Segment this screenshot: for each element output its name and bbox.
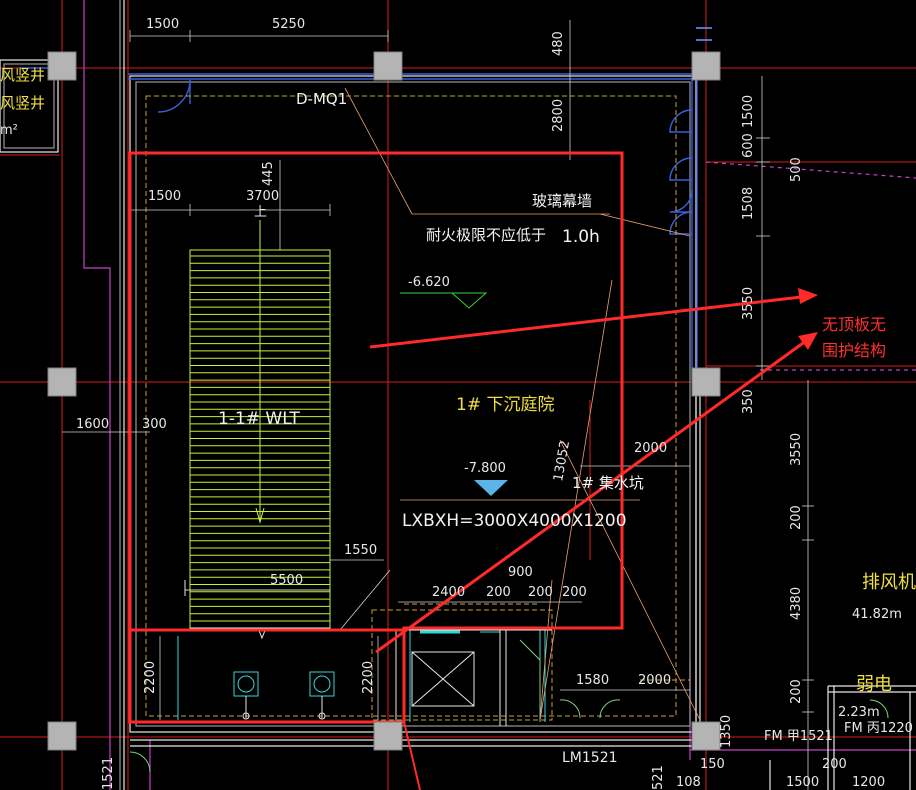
door-150: 150 bbox=[700, 757, 725, 772]
dim-r500: 500 bbox=[789, 157, 804, 182]
dim-b1580: 1580 bbox=[576, 673, 609, 688]
dim-r600: 600 bbox=[741, 133, 756, 158]
dimension-lines bbox=[62, 20, 814, 790]
dashed-outlines bbox=[145, 95, 690, 721]
dim-1600: 1600 bbox=[76, 417, 109, 432]
label-exhaust-room: 排风机房 bbox=[862, 572, 916, 593]
label-stair-name: 1-1# WLT bbox=[218, 409, 300, 429]
door-fm1220: FM 丙1220 bbox=[844, 721, 913, 736]
door-swings bbox=[129, 639, 889, 773]
dim-300: 300 bbox=[142, 417, 167, 432]
dim-r200a: 200 bbox=[789, 505, 804, 530]
dim-445: 445 bbox=[261, 161, 276, 186]
label-fire-rating: 耐火极限不应低于 bbox=[426, 226, 546, 244]
shaft-label-1: 风竖井 bbox=[0, 66, 45, 84]
arrow-heads bbox=[798, 288, 818, 350]
dim-r3550: 3550 bbox=[741, 287, 756, 320]
annotation-tail bbox=[403, 721, 421, 790]
dim-b900: 900 bbox=[508, 565, 533, 580]
equipment-box bbox=[395, 629, 552, 726]
dim-r1500: 1500 bbox=[741, 95, 756, 128]
label-stair-up: 上 bbox=[254, 205, 267, 220]
annotation-arrow-1 bbox=[369, 294, 811, 349]
highlight-annotations bbox=[128, 151, 811, 790]
dim-2800: 2800 bbox=[551, 99, 566, 132]
dim-3700: 3700 bbox=[246, 189, 279, 204]
dim-r350: 350 bbox=[741, 389, 756, 414]
label-pit-size: LXBXH=3000X4000X1200 bbox=[402, 511, 627, 531]
label-elev-top: -6.620 bbox=[408, 275, 450, 290]
label-weak-elec: 弱电 bbox=[856, 674, 892, 695]
door-521-bottom: 521 bbox=[651, 765, 666, 790]
dim-top-1500: 1500 bbox=[146, 17, 179, 32]
dim-b1500: 1500 bbox=[786, 775, 819, 790]
shaft-label-2: 风竖井 bbox=[0, 94, 45, 112]
magenta-lines bbox=[83, 0, 916, 790]
annotation-text-1: 无顶板无 bbox=[822, 315, 886, 334]
annotation-text-2: 围护结构 bbox=[822, 341, 886, 360]
dim-r3550b: 3550 bbox=[789, 433, 804, 466]
open-area-outline bbox=[128, 151, 624, 724]
dim-13052: 13052 bbox=[551, 439, 573, 482]
dim-b2200b: 2200 bbox=[361, 661, 376, 694]
columns bbox=[47, 51, 721, 751]
dim-1500-inner: 1500 bbox=[148, 189, 181, 204]
dim-2000-mid: 2000 bbox=[634, 441, 667, 456]
label-courtyard: 1# 下沉庭院 bbox=[456, 395, 554, 415]
door-108: 108 bbox=[676, 775, 701, 790]
cyan-elements bbox=[177, 630, 546, 722]
label-weak-area: 2.23m bbox=[838, 705, 880, 720]
door-1521-left: 1521 bbox=[101, 757, 116, 790]
elevation-markers bbox=[400, 292, 508, 496]
dim-r200b: 200 bbox=[789, 679, 804, 704]
label-glass-wall: 玻璃幕墙 bbox=[532, 192, 592, 210]
label-pit-name: 1# 集水坑 bbox=[572, 474, 644, 492]
door-mark-dmq1: D-MQ1 bbox=[296, 90, 347, 108]
door-fm1521: FM 甲1521 bbox=[764, 729, 833, 744]
dim-r1508: 1508 bbox=[741, 187, 756, 220]
dim-b2400: 2400 bbox=[432, 585, 465, 600]
dim-b2200a: 2200 bbox=[143, 661, 158, 694]
label-exhaust-area: 41.82m bbox=[852, 607, 902, 622]
dim-top-5250: 5250 bbox=[272, 17, 305, 32]
dim-b2000: 2000 bbox=[638, 673, 671, 688]
door-1350: 1350 bbox=[719, 715, 734, 748]
dim-top-480: 480 bbox=[551, 31, 566, 56]
shaft-area: m² bbox=[0, 123, 18, 138]
annotation-arrow-2 bbox=[375, 336, 811, 654]
glass-curtain-wall bbox=[20, 27, 712, 380]
dim-r4380: 4380 bbox=[789, 587, 804, 620]
door-lm1521: LM1521 bbox=[562, 750, 618, 766]
dim-b200a: 200 bbox=[486, 585, 511, 600]
label-fire-hours: 1.0h bbox=[562, 227, 600, 247]
dim-b1200: 1200 bbox=[852, 775, 885, 790]
dim-b200c: 200 bbox=[562, 585, 587, 600]
leader-lines bbox=[344, 87, 701, 721]
dim-5500: 5500 bbox=[270, 573, 303, 588]
label-elev-pit: -7.800 bbox=[464, 461, 506, 476]
dim-b200b: 200 bbox=[528, 585, 553, 600]
dim-b200d: 200 bbox=[822, 757, 847, 772]
dim-1550: 1550 bbox=[344, 543, 377, 558]
